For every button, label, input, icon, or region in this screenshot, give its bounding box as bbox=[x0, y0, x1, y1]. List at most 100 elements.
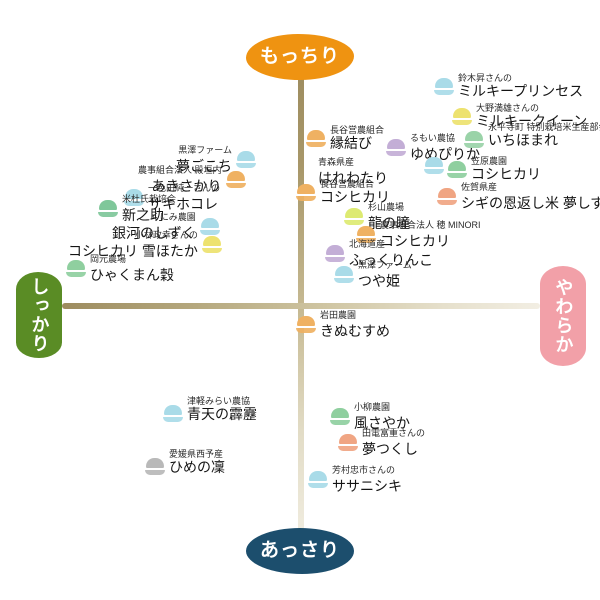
data-point-label: 黒澤ファーム 夢ごこち bbox=[176, 145, 232, 174]
data-point-label: 岩田農園 きぬむすめ bbox=[320, 310, 390, 339]
data-point[interactable]: 鈴木昇さんの ミルキープリンセス bbox=[434, 73, 584, 99]
data-point-label: 笠原農園 コシヒカリ bbox=[471, 156, 541, 182]
data-point[interactable]: 黒澤ファーム つや姫 bbox=[334, 260, 412, 289]
data-point[interactable]: 永平寺町 特別栽培米生産部会 いちほまれ bbox=[464, 122, 600, 148]
rice-bowl-icon bbox=[334, 266, 354, 284]
producer-name: 小柳農園 bbox=[354, 402, 391, 412]
producer-name: 黒澤ファーム bbox=[358, 260, 412, 270]
data-point-label: 愛媛県西予産 ひめの凜 bbox=[169, 449, 225, 475]
data-point-label: 鈴木昇さんの ミルキープリンセス bbox=[458, 73, 584, 99]
data-point-label: 田電富重さんの 夢つくし bbox=[362, 428, 426, 457]
rice-bowl-icon bbox=[201, 236, 222, 254]
axis-label-mochiri: もっちり bbox=[246, 34, 354, 80]
variety-name: コシヒカリ bbox=[471, 165, 541, 182]
data-point-label: 杉山農場 龍の瞳 bbox=[368, 202, 410, 231]
producer-name: るもい農協 bbox=[410, 133, 455, 143]
data-point[interactable]: 岡元農場 ひゃくまん穀 bbox=[66, 254, 174, 283]
data-point-label: 一色田純一さんの サキホコレ bbox=[148, 183, 220, 212]
producer-name: 芳村忠市さんの bbox=[332, 465, 396, 475]
data-point[interactable]: 津軽みらい農協 青天の霹靂 bbox=[163, 396, 257, 422]
producer-name: 杉山農場 bbox=[368, 202, 405, 212]
producer-name: 岩田農園 bbox=[320, 310, 357, 320]
producer-name: 大野満雄さんの bbox=[476, 103, 540, 113]
rice-bowl-icon bbox=[199, 218, 220, 236]
data-point[interactable]: 小柳農園 風さやか bbox=[330, 402, 410, 431]
producer-name: 黒澤ファーム bbox=[178, 145, 232, 155]
data-point-label: 小林政幸さんの コシヒカリ 雪ほたか bbox=[68, 230, 198, 259]
data-point-label: 農事組合法人 殿垣内 あきさかり bbox=[138, 165, 222, 194]
variety-name: つや姫 bbox=[358, 272, 400, 289]
data-point[interactable]: くにみ農園 銀河のしずく bbox=[112, 212, 220, 241]
data-point[interactable]: 農事組合法人 穂 MINORI コシヒカリ bbox=[356, 220, 481, 249]
rice-bowl-icon bbox=[447, 160, 467, 178]
data-point-label: 北海道産 ふっくりんこ bbox=[349, 239, 433, 268]
data-point-label: 米杜氏栽培会 新之助 bbox=[122, 194, 176, 223]
producer-name: くにみ農園 bbox=[150, 212, 196, 222]
data-point[interactable]: 長谷営農組合 コシヒカリ bbox=[296, 179, 390, 205]
variety-name: 新之助 bbox=[122, 206, 164, 223]
data-point[interactable]: 岩田農園 きぬむすめ bbox=[296, 310, 390, 339]
data-point-label: 長谷営農組合 コシヒカリ bbox=[320, 179, 390, 205]
variety-name: ひゃくまん穀 bbox=[90, 266, 174, 283]
variety-name: コシヒカリ bbox=[320, 188, 390, 205]
rice-bowl-icon bbox=[356, 226, 376, 244]
producer-name: 長谷営農組合 bbox=[320, 179, 375, 189]
horizontal-axis-line bbox=[62, 303, 540, 309]
data-point[interactable]: 一色田純一さんの サキホコレ bbox=[124, 183, 220, 212]
data-point-label: 黒澤ファーム つや姫 bbox=[358, 260, 412, 289]
data-point-label: 芳村忠市さんの ササニシキ bbox=[332, 465, 402, 494]
producer-name: 津軽みらい農協 bbox=[187, 396, 251, 407]
variety-name: コシヒカリ 雪ほたか bbox=[68, 242, 198, 259]
producer-name: 永平寺町 特別栽培米生産部会 bbox=[488, 122, 600, 133]
data-point[interactable]: 田電富重さんの 夢つくし bbox=[338, 428, 426, 457]
rice-bowl-icon bbox=[163, 405, 183, 422]
producer-name: 小林政幸さんの bbox=[134, 230, 198, 240]
producer-name: 岡元農場 bbox=[90, 254, 127, 264]
rice-bowl-icon bbox=[344, 208, 364, 226]
variety-name: ミルキープリンセス bbox=[458, 82, 584, 99]
data-point[interactable]: 農事組合法人 殿垣内 あきさかり bbox=[138, 165, 246, 194]
producer-name: 青森県産 bbox=[318, 157, 355, 167]
data-point[interactable]: 黒澤ファーム 夢ごこち bbox=[176, 145, 256, 174]
variety-name: ひめの凜 bbox=[169, 458, 225, 475]
vertical-axis-line bbox=[298, 62, 304, 536]
data-point[interactable]: 北海道産 ふっくりんこ bbox=[325, 239, 433, 268]
variety-name: シギの恩返し米 夢しずく bbox=[461, 194, 600, 211]
variety-name: はれわたり bbox=[318, 169, 388, 186]
variety-name: 風さやか bbox=[354, 414, 410, 431]
data-point-label: 大野満雄さんの ミルキークイーン bbox=[476, 103, 588, 129]
rice-bowl-icon bbox=[98, 200, 118, 218]
data-point[interactable]: 杉山農場 龍の瞳 bbox=[344, 202, 410, 231]
data-point-label: 小柳農園 風さやか bbox=[354, 402, 410, 431]
data-point[interactable]: 大野満雄さんの ミルキークイーン bbox=[452, 103, 588, 129]
data-point[interactable]: 小林政幸さんの コシヒカリ 雪ほたか bbox=[68, 230, 222, 259]
producer-name: 農事組合法人 穂 MINORI bbox=[380, 220, 481, 230]
rice-bowl-icon bbox=[124, 189, 144, 207]
data-point-label: 佐賀県産 シギの恩返し米 夢しずく bbox=[461, 182, 600, 211]
data-point[interactable]: 長谷営農組合 縁結び bbox=[306, 125, 384, 151]
rice-bowl-icon bbox=[308, 471, 328, 489]
rice-bowl-icon bbox=[296, 183, 316, 201]
variety-name: 夢つくし bbox=[362, 440, 418, 457]
rice-bowl-icon bbox=[434, 77, 454, 95]
variety-name: ミルキークイーン bbox=[476, 112, 588, 129]
data-point-label: 岡元農場 ひゃくまん穀 bbox=[90, 254, 174, 283]
rice-bowl-icon bbox=[386, 139, 406, 157]
data-point-label: くにみ農園 銀河のしずく bbox=[112, 212, 196, 241]
rice-bowl-icon bbox=[452, 107, 472, 125]
data-point[interactable]: 佐賀県産 シギの恩返し米 夢しずく bbox=[437, 182, 600, 211]
data-point[interactable]: 米杜氏栽培会 新之助 bbox=[98, 194, 176, 223]
data-point[interactable]: 青森県産 はれわたり bbox=[318, 157, 388, 186]
producer-name: 田電富重さんの bbox=[362, 428, 426, 438]
rice-bowl-icon bbox=[236, 151, 256, 169]
data-point[interactable]: 愛媛県西予産 ひめの凜 bbox=[145, 449, 225, 475]
variety-name: ふっくりんこ bbox=[349, 251, 433, 268]
rice-bowl-icon bbox=[437, 188, 457, 206]
data-point[interactable]: 芳村忠市さんの ササニシキ bbox=[308, 465, 402, 494]
axis-label-yawaraka: やわらか bbox=[540, 266, 586, 366]
data-point[interactable]: 笠原農園 コシヒカリ bbox=[447, 156, 541, 182]
variety-name: いちほまれ bbox=[488, 131, 558, 148]
rice-bowl-icon bbox=[330, 408, 350, 426]
data-point-label: 農事組合法人 穂 MINORI コシヒカリ bbox=[380, 220, 481, 249]
